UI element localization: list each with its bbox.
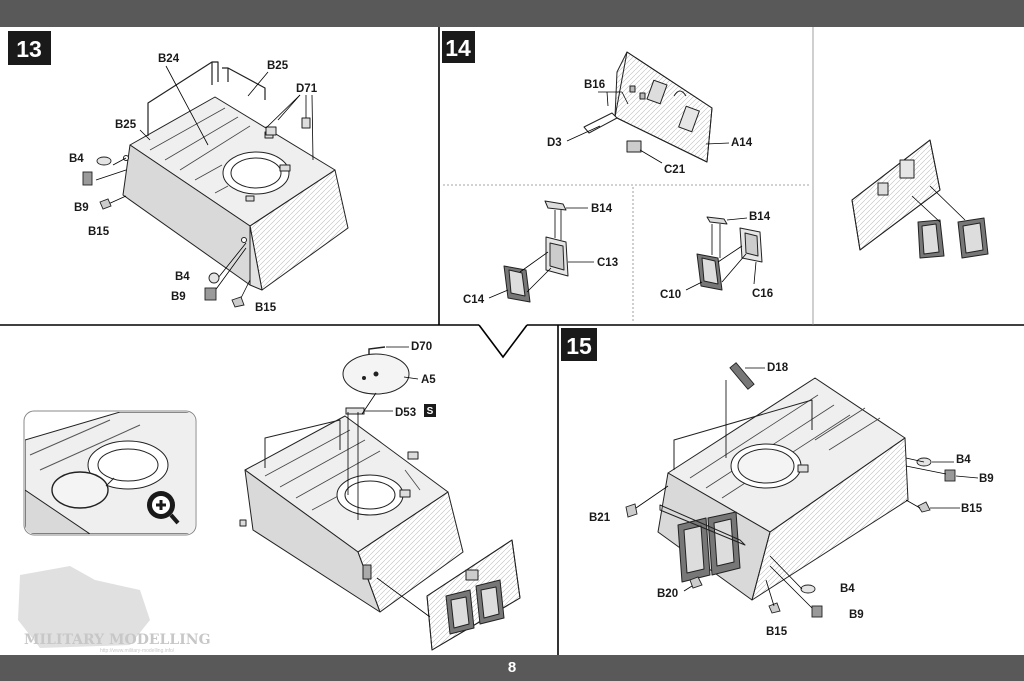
panel-borders <box>0 27 1024 655</box>
svg-text:C21: C21 <box>664 164 686 176</box>
step-14-box-a-labels: B14 C13 C14 <box>463 203 618 306</box>
svg-text:13: 13 <box>16 36 42 62</box>
svg-text:B15: B15 <box>255 302 277 314</box>
svg-text:D18: D18 <box>767 362 789 374</box>
svg-text:B25: B25 <box>115 119 137 131</box>
step-14-box-b-leaders <box>685 217 757 291</box>
step-13-turret <box>122 61 349 291</box>
watermark: MILITARY MODELLING http://www.military-m… <box>18 566 211 654</box>
zoom-plus-icon <box>147 491 180 525</box>
step-14-top-leaders <box>566 91 730 164</box>
svg-text:B9: B9 <box>979 473 994 485</box>
step-14-box-b <box>696 216 763 291</box>
step-14-box-a <box>503 200 569 303</box>
svg-text:A14: A14 <box>731 137 753 149</box>
svg-text:B15: B15 <box>88 226 110 238</box>
svg-text:B15: B15 <box>961 503 983 515</box>
svg-text:15: 15 <box>566 333 592 359</box>
hatch-step-leaders <box>347 346 431 618</box>
step-14-box-b-labels: B14 C10 C16 <box>660 211 773 301</box>
svg-text:C16: C16 <box>752 288 773 300</box>
svg-text:MILITARY MODELLING: MILITARY MODELLING <box>24 632 211 648</box>
step-14-result <box>851 139 989 259</box>
svg-text:C10: C10 <box>660 289 681 301</box>
step-13-badge: 13 <box>8 31 51 65</box>
svg-text:B14: B14 <box>591 203 613 215</box>
step-15-labels: D18 B4 B9 B15 B21 B20 B4 B9 B15 <box>589 362 994 638</box>
top-band <box>0 0 1024 27</box>
svg-text:B4: B4 <box>175 271 190 283</box>
svg-text:B25: B25 <box>267 60 289 72</box>
zoom-detail-box <box>23 410 197 536</box>
svg-text:S: S <box>427 406 434 417</box>
svg-text:B9: B9 <box>849 609 864 621</box>
svg-text:B24: B24 <box>158 53 180 65</box>
svg-text:14: 14 <box>445 35 471 61</box>
step-13-small-parts <box>82 156 245 308</box>
svg-text:B15: B15 <box>766 626 788 638</box>
step-15-leaders <box>635 367 979 609</box>
hatch-step-turret <box>239 415 464 613</box>
svg-text:B20: B20 <box>657 588 678 600</box>
svg-text:D53: D53 <box>395 407 416 419</box>
svg-text:B4: B4 <box>956 454 971 466</box>
svg-text:B9: B9 <box>171 291 186 303</box>
svg-text:B16: B16 <box>584 79 605 91</box>
svg-text:D70: D70 <box>411 341 432 353</box>
svg-text:C14: C14 <box>463 294 485 306</box>
svg-text:C13: C13 <box>597 257 618 269</box>
hatch-step-rear-plate <box>426 539 521 651</box>
page-number: 8 <box>507 659 517 676</box>
svg-text:D71: D71 <box>296 83 318 95</box>
svg-text:A5: A5 <box>421 374 436 386</box>
svg-text:B21: B21 <box>589 512 611 524</box>
svg-text:B4: B4 <box>840 583 855 595</box>
step-13-leaders <box>95 65 314 301</box>
step-13-labels: B24 B25 D71 B25 B4 B9 B15 B4 B9 B15 <box>69 53 318 314</box>
svg-text:B14: B14 <box>749 211 771 223</box>
svg-text:B9: B9 <box>74 202 89 214</box>
svg-text:http://www.military-modelling.: http://www.military-modelling.info/ <box>100 648 175 654</box>
hatch-step-labels: D70 A5 D53 <box>395 341 436 419</box>
step-14-top-labels: B16 D3 A14 C21 <box>547 79 753 176</box>
hatch-step-parts <box>342 346 410 415</box>
svg-text:B4: B4 <box>69 153 84 165</box>
step-15-turret <box>657 377 909 601</box>
step-15-badge: 15 <box>561 328 597 361</box>
sub-panel-dividers <box>443 27 814 325</box>
step-14-badge: 14 <box>442 31 475 63</box>
step-14-box-a-leaders <box>488 207 594 299</box>
svg-text:D3: D3 <box>547 137 562 149</box>
glue-icon: S <box>424 404 436 417</box>
bottom-band <box>0 655 1024 681</box>
step-14-rear-plate <box>583 51 713 163</box>
